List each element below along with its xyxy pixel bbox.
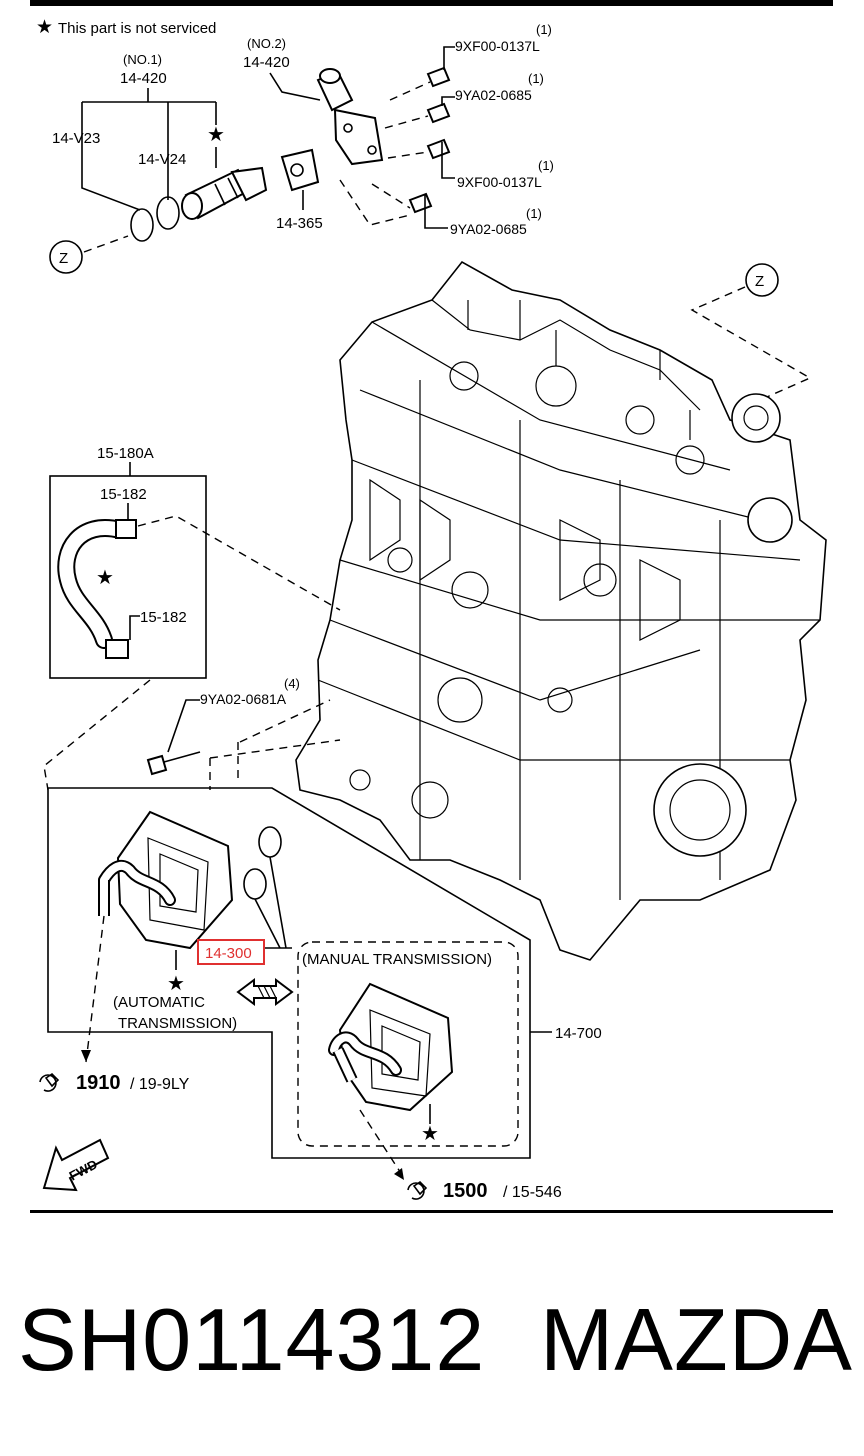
hose-assy-label: 15-180A <box>97 445 154 462</box>
bolt-b <box>426 102 451 124</box>
auto-trans-line2: TRANSMISSION) <box>118 1015 237 1032</box>
manual-trans-label: (MANUAL TRANSMISSION) <box>302 951 492 968</box>
auto-star-icon: ★ <box>167 973 185 995</box>
cooler-o-ring-lower <box>243 868 267 900</box>
bolt-d-code: 9YA02-0685 <box>450 221 527 237</box>
bolt-a-code: 9XF00-0137L <box>455 38 540 54</box>
cooler-assy-boundary <box>47 787 531 1159</box>
bolt-e-code: 9YA02-0681A <box>200 691 287 707</box>
ref-1910-sub: / 19-9LY <box>130 1076 190 1093</box>
note-star-icon: ★ <box>36 17 53 38</box>
top-rule <box>30 0 833 6</box>
view-z-right-circle <box>745 263 779 297</box>
ref-1500-icon <box>407 1180 428 1200</box>
ref-1910-code: 1910 <box>76 1072 121 1094</box>
oil-cooler-highlight <box>197 939 265 965</box>
v23-label: 14-V23 <box>52 130 100 147</box>
hose-star-icon: ★ <box>96 567 114 589</box>
cooler-assy-label: 14-700 <box>555 1025 602 1042</box>
no1-code: 14-420 <box>120 70 167 87</box>
hose-assy-box <box>49 475 207 679</box>
oil-cooler-automatic <box>98 810 234 950</box>
no2-tag: (NO.2) <box>247 36 286 51</box>
o-ring-v23 <box>130 208 154 242</box>
manual-star-icon: ★ <box>421 1123 439 1145</box>
clamp-top <box>115 519 137 539</box>
clamp-top-label: 15-182 <box>100 486 147 503</box>
brand-name: MAZDA <box>540 1290 853 1389</box>
bolt-d <box>408 192 433 214</box>
bolt-c-qty: (1) <box>538 158 554 173</box>
clamp-bottom-label: 15-182 <box>140 609 187 626</box>
clamp-bottom <box>105 639 129 659</box>
bolt-b-code: 9YA02-0685 <box>455 87 532 103</box>
oil-cooler-part-label: 14-300 <box>205 945 252 962</box>
oil-cooler-manual <box>328 982 454 1112</box>
no1-tag: (NO.1) <box>123 52 162 67</box>
bolt-b-qty: (1) <box>528 71 544 86</box>
gasket-365-label: 14-365 <box>276 215 323 232</box>
gasket-365 <box>280 148 320 192</box>
note-text: This part is not serviced <box>58 20 216 37</box>
bolt-a-qty: (1) <box>536 22 552 37</box>
o-ring-v24 <box>156 196 180 230</box>
view-z-left-circle <box>49 240 83 274</box>
view-z-left-label: Z <box>59 250 68 267</box>
fwd-arrow-icon: FWD <box>42 1138 110 1192</box>
bolt-c-code: 9XF00-0137L <box>457 174 542 190</box>
no1-star-icon: ★ <box>207 124 225 146</box>
cooler-o-ring-upper <box>258 826 282 858</box>
bottom-rule <box>30 1210 833 1213</box>
bolt-d-qty: (1) <box>526 206 542 221</box>
bolt-e-qty: (4) <box>284 676 300 691</box>
no2-code: 14-420 <box>243 54 290 71</box>
ref-1500-sub: / 15-546 <box>503 1184 562 1201</box>
solenoid-no2 <box>316 68 384 166</box>
manual-trans-box <box>297 941 519 1147</box>
v24-label: 14-V24 <box>138 151 186 168</box>
interchange-arrow-icon <box>236 978 294 1006</box>
view-z-right-label: Z <box>755 273 764 290</box>
bolt-c <box>426 138 451 160</box>
engine-block <box>295 260 827 961</box>
bolt-e <box>146 751 201 776</box>
ref-1910-icon <box>39 1072 60 1092</box>
hose <box>57 519 129 649</box>
solenoid-no1 <box>181 166 268 220</box>
auto-trans-line1: (AUTOMATIC <box>113 994 205 1011</box>
bolt-a <box>426 66 451 88</box>
part-number: SH0114312 <box>18 1290 486 1389</box>
ref-1500-code: 1500 <box>443 1180 488 1202</box>
